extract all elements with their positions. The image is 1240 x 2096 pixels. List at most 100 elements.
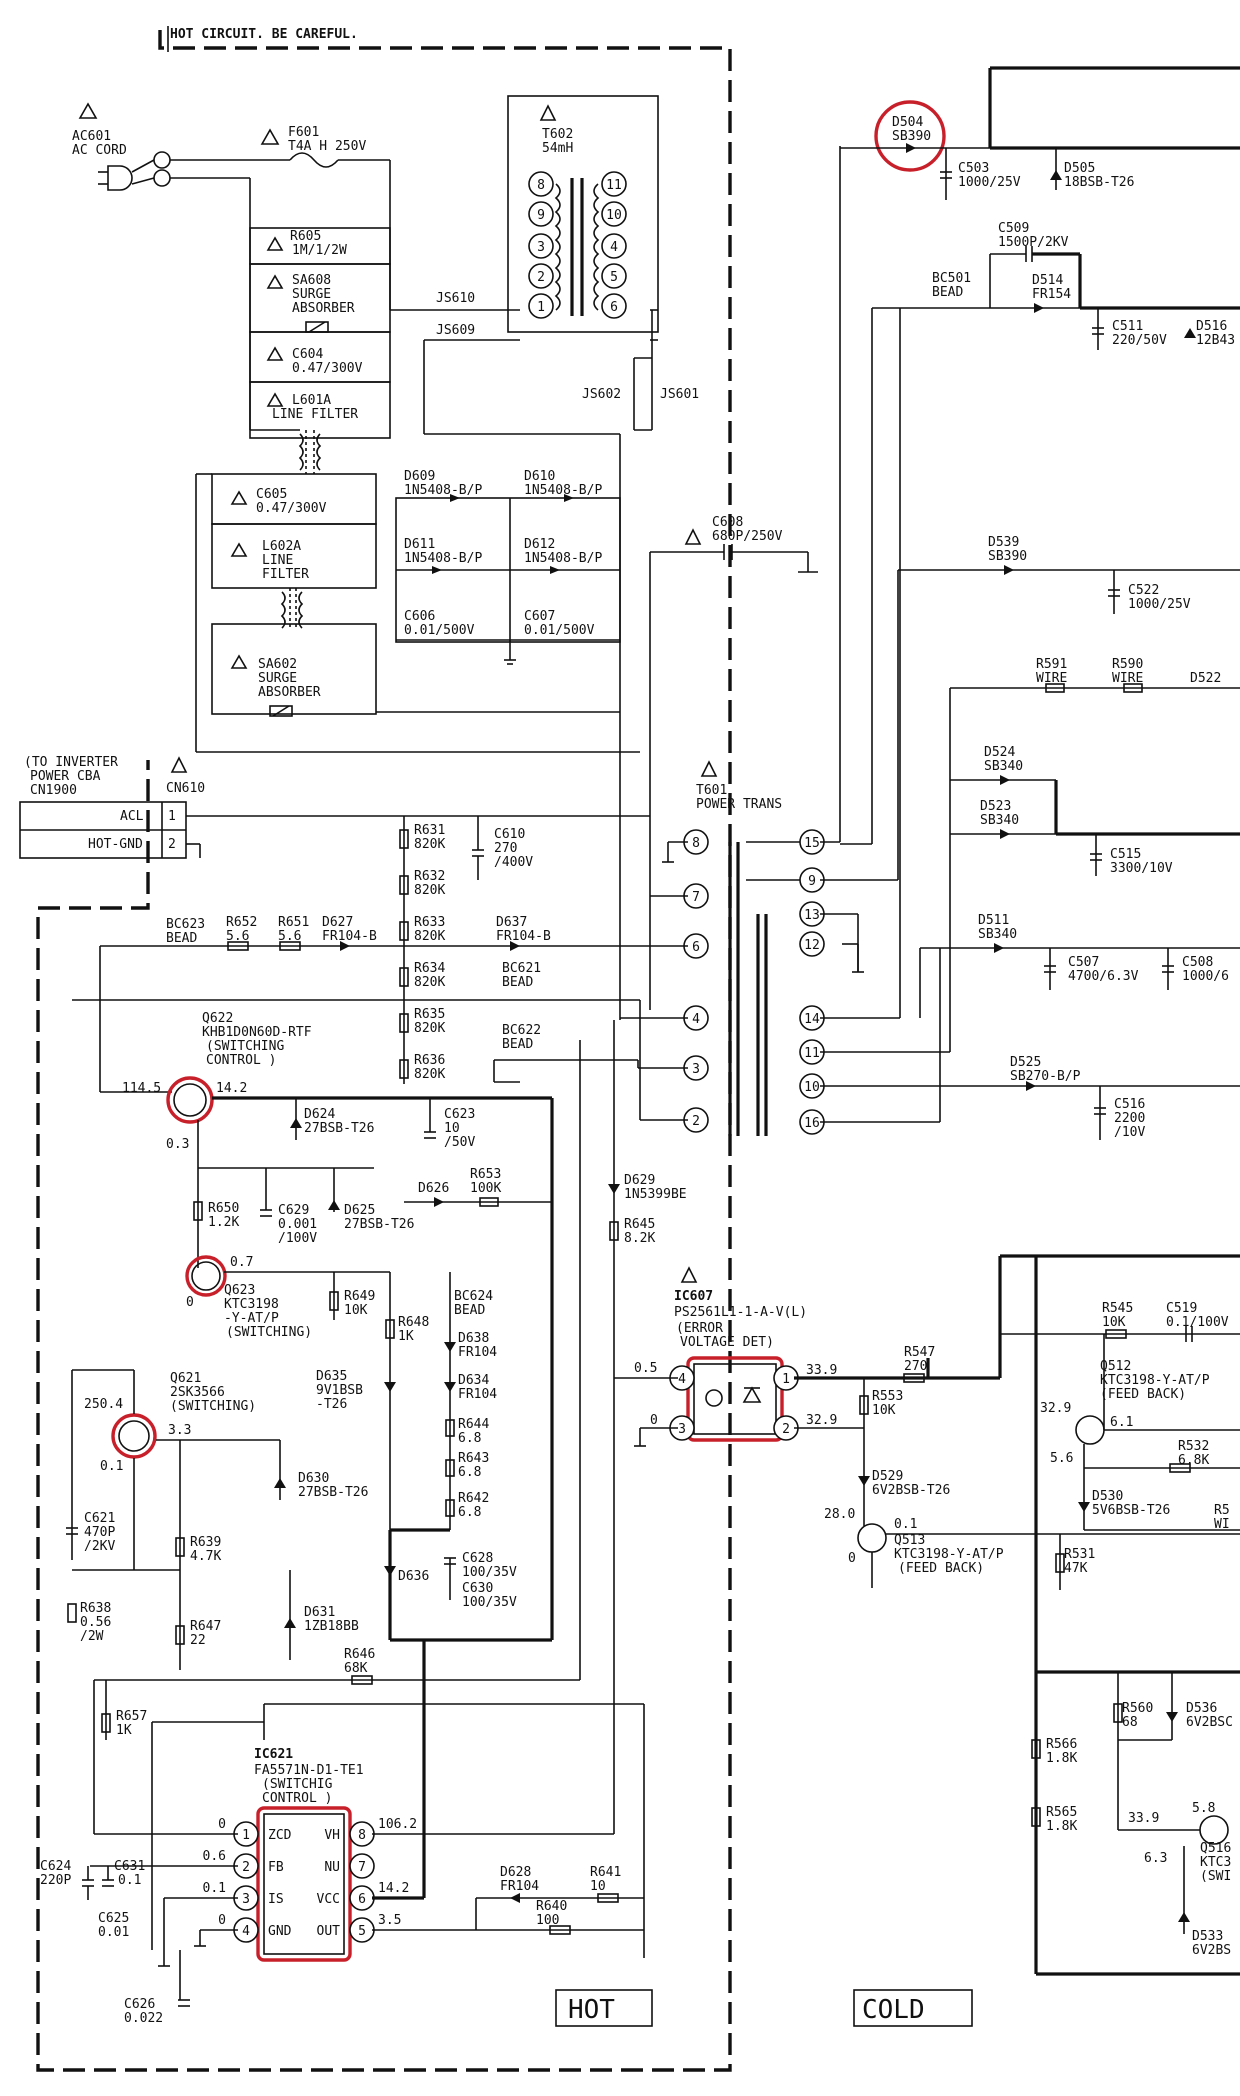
d609-label: D609 bbox=[404, 469, 435, 484]
t601-pin-right-2-number: 13 bbox=[804, 908, 820, 923]
r636-value: 820K bbox=[414, 1067, 445, 1082]
c621-value2: /2KV bbox=[84, 1539, 115, 1554]
ic621-pin-right-voltage-0: 106.2 bbox=[378, 1817, 417, 1832]
warning-icon bbox=[230, 490, 248, 505]
warning-icon bbox=[78, 102, 98, 119]
c628-label: C628 bbox=[462, 1551, 493, 1566]
hot-circuit-warning: HOT CIRCUIT. BE CAREFUL. bbox=[170, 27, 358, 42]
cn610-note1: (TO INVERTER bbox=[24, 755, 118, 770]
c628-value: 100/35V bbox=[462, 1565, 517, 1580]
t601-pin-left-1-number: 7 bbox=[692, 890, 700, 905]
f601-label: F601 bbox=[288, 125, 319, 140]
ic621-pin-left-label-2: IS bbox=[268, 1892, 284, 1907]
r635-label: R635 bbox=[414, 1007, 445, 1022]
d523-label: D523 bbox=[980, 799, 1011, 814]
d635-value: 9V1BSB bbox=[316, 1383, 363, 1398]
ic621-desc1: (SWITCHIG bbox=[262, 1777, 333, 1792]
t602-pin-right-0 bbox=[601, 171, 627, 197]
c509-label: C509 bbox=[998, 221, 1029, 236]
d625-label: D625 bbox=[344, 1203, 375, 1218]
c629-value2: /100V bbox=[278, 1231, 317, 1246]
d504-highlight bbox=[874, 100, 946, 172]
r644-value: 6.8 bbox=[458, 1431, 481, 1446]
t602-pin-right-3-number: 5 bbox=[610, 270, 618, 285]
ic621-desc2: CONTROL ) bbox=[262, 1791, 332, 1806]
l601a-desc: LINE FILTER bbox=[272, 407, 358, 422]
r560-value: 68 bbox=[1122, 1715, 1138, 1730]
q516-v1: 33.9 bbox=[1128, 1811, 1159, 1826]
d530-value: 5V6BSB-T26 bbox=[1092, 1503, 1170, 1518]
ic621-pin-right-label-0: VH bbox=[324, 1828, 340, 1843]
r553-value: 10K bbox=[872, 1403, 896, 1418]
warning-icon bbox=[539, 104, 557, 121]
secondary-side: D504 SB390 C503 1000/25V D505 18BSB-T26 … bbox=[840, 66, 1240, 1140]
c515-label: C515 bbox=[1110, 847, 1141, 862]
t601-label: T601 bbox=[696, 783, 727, 798]
d529-value: 6V2BSB-T26 bbox=[872, 1483, 950, 1498]
r638-value2: /2W bbox=[80, 1629, 104, 1644]
r650-value: 1.2K bbox=[208, 1215, 239, 1230]
warning-icon bbox=[170, 756, 188, 773]
d631-label: D631 bbox=[304, 1605, 335, 1620]
t602-pin-left-0 bbox=[528, 171, 554, 197]
ic607-highlight bbox=[686, 1356, 784, 1442]
bleeder-chain: R631820KR632820KR633820KR634820KR635820K… bbox=[399, 816, 533, 1084]
r653-value: 100K bbox=[470, 1181, 501, 1196]
t601-pin-right-3-number: 12 bbox=[804, 938, 820, 953]
d611-label: D611 bbox=[404, 537, 435, 552]
ac601-desc: AC CORD bbox=[72, 143, 127, 158]
q622-v1: 114.5 bbox=[122, 1081, 161, 1096]
r649-value: 10K bbox=[344, 1303, 368, 1318]
r652-label: R652 bbox=[226, 915, 257, 930]
d627-label: D627 bbox=[322, 915, 353, 930]
r635-resistor bbox=[399, 1013, 409, 1033]
ic621-part: FA5571N-D1-TE1 bbox=[254, 1763, 364, 1778]
r633-label: R633 bbox=[414, 915, 445, 930]
ic621-pin-right-label-1: NU bbox=[324, 1860, 340, 1875]
ic621-pin-right-voltage-2: 14.2 bbox=[378, 1881, 409, 1896]
ic621-pin-left-1-number: 2 bbox=[242, 1860, 250, 1875]
t602-pin-right-0-number: 11 bbox=[606, 178, 622, 193]
warning-icon bbox=[680, 1266, 698, 1283]
r638-value1: 0.56 bbox=[80, 1615, 111, 1630]
c509-value: 1500P/2KV bbox=[998, 235, 1069, 250]
r632-value: 820K bbox=[414, 883, 445, 898]
q513-desc: (FEED BACK) bbox=[898, 1561, 984, 1576]
ac-input-section: AC601 AC CORD F601 T4A H 250V R605 1M/1/… bbox=[72, 102, 640, 753]
warning-icon bbox=[266, 274, 284, 289]
d609-value: 1N5408-B/P bbox=[404, 483, 482, 498]
c625-value: 0.01 bbox=[98, 1925, 129, 1940]
c516-value2: /10V bbox=[1114, 1125, 1145, 1140]
d516-value: 12B43 bbox=[1196, 333, 1235, 348]
c604-value: 0.47/300V bbox=[292, 361, 363, 376]
c511-value: 220/50V bbox=[1112, 333, 1167, 348]
cold-region-label: COLD bbox=[862, 1995, 925, 2025]
q516-desc: (SWI bbox=[1200, 1869, 1231, 1884]
c508-label: C508 bbox=[1182, 955, 1213, 970]
q623-highlight bbox=[185, 1255, 227, 1297]
ic621-pin-left-2-number: 3 bbox=[242, 1892, 250, 1907]
r636-label: R636 bbox=[414, 1053, 445, 1068]
c519-value: 0.1/100V bbox=[1166, 1315, 1229, 1330]
r651-label: R651 bbox=[278, 915, 309, 930]
r639-value: 4.7K bbox=[190, 1549, 221, 1564]
bc501-label: BC501 bbox=[932, 271, 971, 286]
t602-value: 54mH bbox=[542, 141, 573, 156]
t602-pin-left-2 bbox=[528, 233, 554, 259]
q513-part: KTC3198-Y-AT/P bbox=[894, 1547, 1004, 1562]
r646-label: R646 bbox=[344, 1647, 375, 1662]
bc621-label: BC621 bbox=[502, 961, 541, 976]
q516-v2: 5.8 bbox=[1192, 1801, 1215, 1816]
d533-value: 6V2BS bbox=[1192, 1943, 1231, 1958]
q623-label: Q623 bbox=[224, 1283, 255, 1298]
bc622-value: BEAD bbox=[502, 1037, 533, 1052]
bc623-value: BEAD bbox=[166, 931, 197, 946]
d514-value: FR154 bbox=[1032, 287, 1071, 302]
bc622-label: BC622 bbox=[502, 1023, 541, 1038]
q513-v3: 0 bbox=[848, 1551, 856, 1566]
q621-desc: (SWITCHING) bbox=[170, 1399, 256, 1414]
ic607-pin-4-number: 4 bbox=[678, 1372, 686, 1387]
q622-v2: 14.2 bbox=[216, 1081, 247, 1096]
t601-pin-left-5-number: 2 bbox=[692, 1114, 700, 1129]
